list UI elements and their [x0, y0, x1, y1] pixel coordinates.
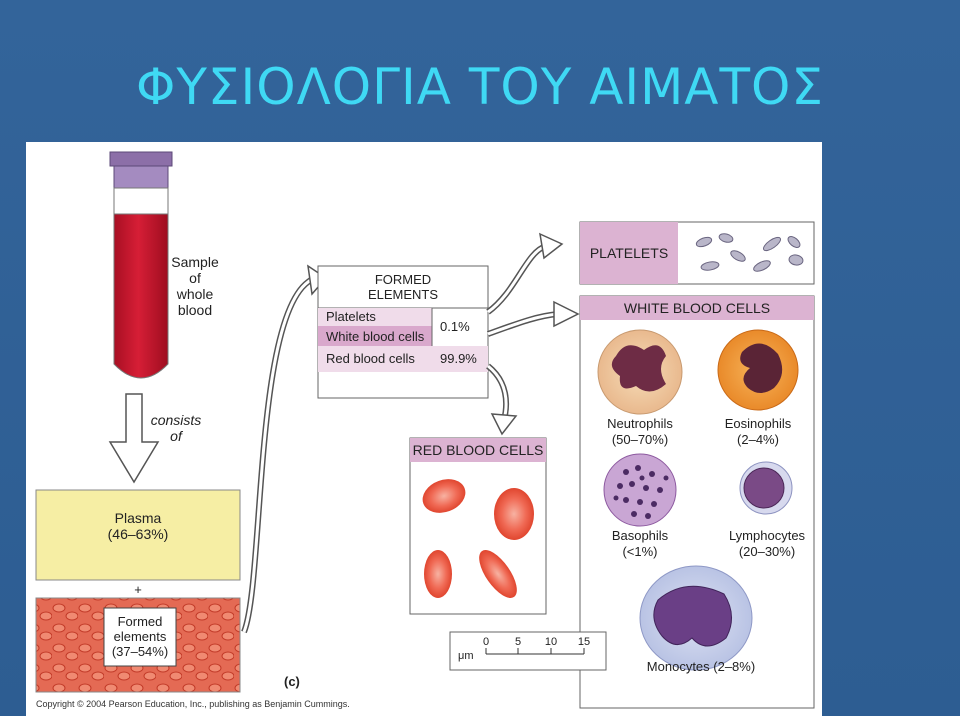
basophils-label: Basophils (<1%): [598, 528, 682, 560]
blood-composition-figure: Sample of whole blood consists of Plasma…: [26, 142, 822, 716]
wbc-header: WHITE BLOOD CELLS: [580, 300, 814, 316]
eosinophils-pct: (2–4%): [716, 432, 800, 448]
plasma-label: Plasma (46–63%): [36, 510, 240, 542]
eosinophils-name: Eosinophils: [716, 416, 800, 432]
scale-tick-15: 15: [575, 634, 593, 650]
plus-sign: +: [126, 582, 150, 598]
sample-label-line-2: of: [164, 270, 226, 286]
formed-elements-label: Formed elements (37–54%): [104, 614, 176, 659]
copyright-text: Copyright © 2004 Pearson Education, Inc.…: [36, 696, 350, 712]
monocytes-label: Monocytes (2–8%): [626, 659, 776, 675]
row-platelets-label: Platelets: [326, 309, 376, 325]
lymphocytes-name: Lymphocytes: [720, 528, 814, 544]
scale-tick-5: 5: [512, 634, 524, 650]
consists-label-line-1: consists: [136, 412, 216, 428]
formed-label-line-1: Formed: [104, 614, 176, 629]
row-rbc-value: 99.9%: [440, 351, 477, 367]
formed-table-header-line-2: ELEMENTS: [318, 287, 488, 302]
slide-title: ΦΥΣΙΟΛΟΓΙΑ ΤΟΥ ΑΙΜΑΤΟΣ: [0, 58, 960, 116]
scale-unit: μm: [458, 648, 474, 664]
formed-table-header: FORMED ELEMENTS: [318, 272, 488, 302]
sample-label-line-4: blood: [164, 302, 226, 318]
eosinophils-label: Eosinophils (2–4%): [716, 416, 800, 448]
plasma-percent: (46–63%): [36, 526, 240, 542]
basophils-pct: (<1%): [598, 544, 682, 560]
platelets-header: PLATELETS: [580, 245, 678, 261]
sample-label-line-3: whole: [164, 286, 226, 302]
test-tube: [110, 152, 172, 378]
panel-label: (c): [284, 674, 300, 690]
formed-label-line-2: elements: [104, 629, 176, 644]
plasma-name: Plasma: [36, 510, 240, 526]
sample-label: Sample of whole blood: [164, 254, 226, 318]
scale-tick-0: 0: [480, 634, 492, 650]
consists-label: consists of: [136, 412, 216, 444]
neutrophils-name: Neutrophils: [598, 416, 682, 432]
consists-label-line-2: of: [136, 428, 216, 444]
sample-label-line-1: Sample: [164, 254, 226, 270]
scale-tick-10: 10: [542, 634, 560, 650]
formed-table-header-line-1: FORMED: [318, 272, 488, 287]
neutrophils-label: Neutrophils (50–70%): [598, 416, 682, 448]
row-wbc-label: White blood cells: [326, 329, 424, 345]
row-wbc-value: 0.1%: [440, 319, 470, 335]
basophils-name: Basophils: [598, 528, 682, 544]
row-rbc-label: Red blood cells: [326, 351, 415, 367]
neutrophils-pct: (50–70%): [598, 432, 682, 448]
rbc-header: RED BLOOD CELLS: [410, 442, 546, 458]
lymphocytes-pct: (20–30%): [720, 544, 814, 560]
formed-label-line-3: (37–54%): [104, 644, 176, 659]
lymphocytes-label: Lymphocytes (20–30%): [720, 528, 814, 560]
